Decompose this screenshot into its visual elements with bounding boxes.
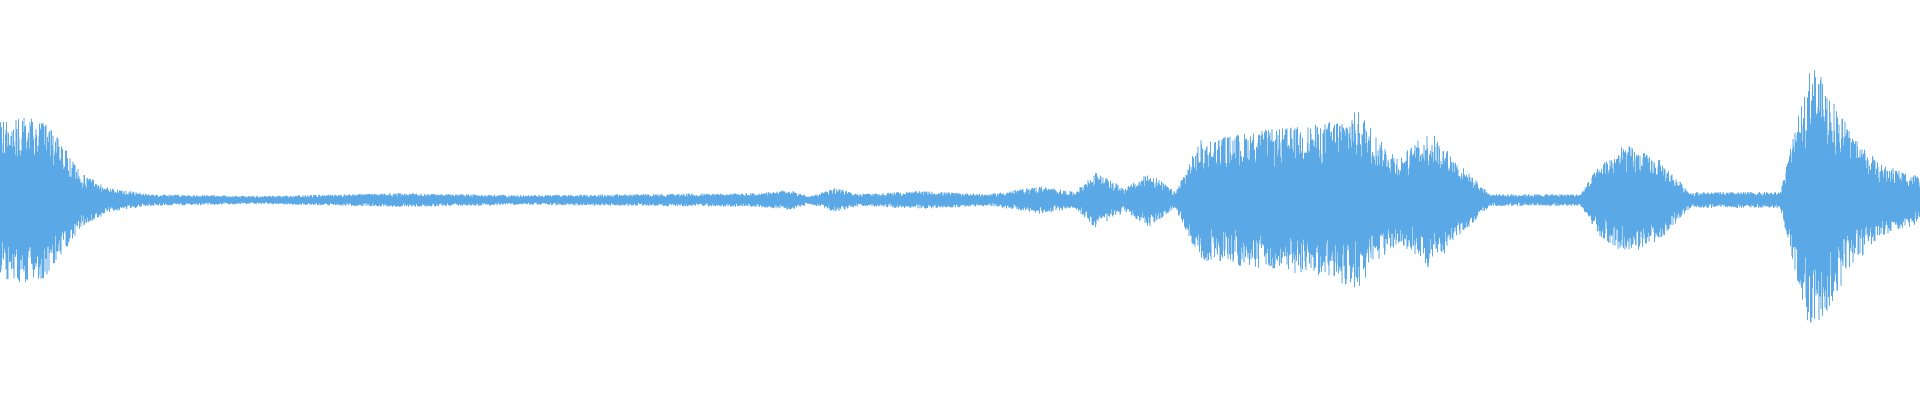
waveform-trace — [0, 70, 1920, 323]
